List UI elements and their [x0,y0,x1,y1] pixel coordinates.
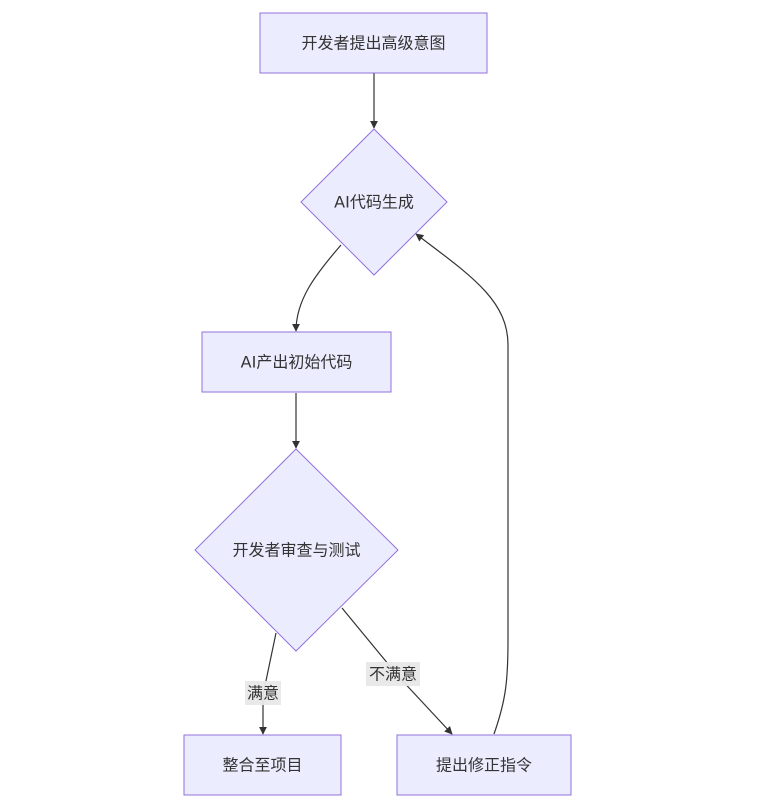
edge-label-unsatisfied: 不满意 [366,662,420,686]
node-integrate-label: 整合至项目 [222,756,302,775]
node-intent[interactable]: 开发者提出高级意图 [259,12,488,74]
node-initial-code-label: AI产出初始代码 [241,353,353,372]
node-fix-label: 提出修正指令 [436,756,532,775]
edge-generate-to-initial-code [292,244,342,332]
node-intent-label: 开发者提出高级意图 [301,34,445,53]
node-generate[interactable]: AI代码生成 [300,128,448,276]
node-review[interactable]: 开发者审查与测试 [194,448,399,652]
edge-fix-to-generate [415,233,509,735]
edge-label-unsatisfied-text: 不满意 [369,665,417,684]
edge-label-satisfied: 满意 [245,681,281,705]
edge-label-satisfied-text: 满意 [247,684,279,703]
node-initial-code[interactable]: AI产出初始代码 [201,331,392,393]
node-fix[interactable]: 提出修正指令 [396,734,572,796]
node-review-label: 开发者审查与测试 [232,541,360,560]
node-integrate[interactable]: 整合至项目 [183,734,342,796]
node-generate-label: AI代码生成 [334,193,414,212]
